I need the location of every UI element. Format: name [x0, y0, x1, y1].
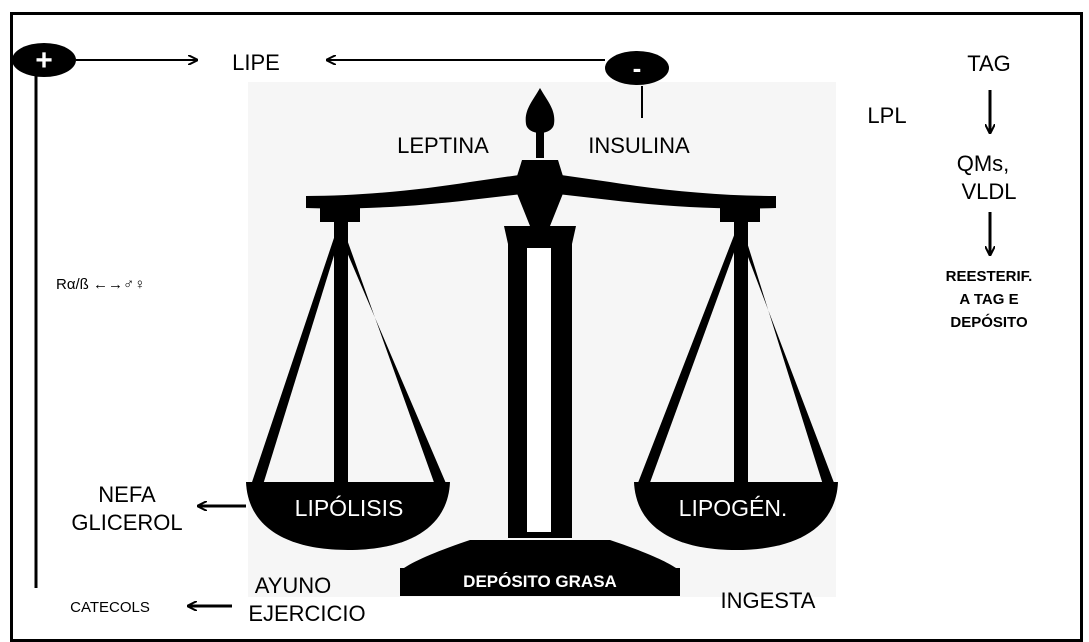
- lipe-label: LIPE: [232, 50, 280, 75]
- reesterif-line-2: A TAG E: [959, 291, 1018, 308]
- catecols-label: CATECOLS: [70, 599, 150, 616]
- ayuno-label: AYUNO: [255, 573, 332, 598]
- nefa-label: NEFA: [98, 482, 156, 507]
- vldl-label: VLDL: [961, 179, 1016, 204]
- tag-label: TAG: [967, 51, 1011, 76]
- qms-label: QMs,: [957, 151, 1010, 176]
- glicerol-label: GLICEROL: [71, 510, 182, 535]
- receptors-label: Rα/ß ←→♂♀: [56, 276, 146, 293]
- lipolisis-label: LIPÓLISIS: [295, 495, 404, 521]
- insulina-label: INSULINA: [588, 133, 690, 158]
- reesterif-line-3: DEPÓSITO: [950, 313, 1028, 331]
- ingesta-label: INGESTA: [721, 588, 816, 613]
- plus-sign: +: [35, 44, 53, 77]
- minus-sign: -: [633, 53, 642, 83]
- lpl-label: LPL: [867, 103, 906, 128]
- lipogen-label: LIPOGÉN.: [679, 495, 788, 521]
- leptina-label: LEPTINA: [397, 133, 489, 158]
- reesterif-line-1: REESTERIF.: [946, 268, 1033, 285]
- deposito-grasa-label: DEPÓSITO GRASA: [463, 572, 617, 591]
- ejercicio-label: EJERCICIO: [248, 601, 365, 626]
